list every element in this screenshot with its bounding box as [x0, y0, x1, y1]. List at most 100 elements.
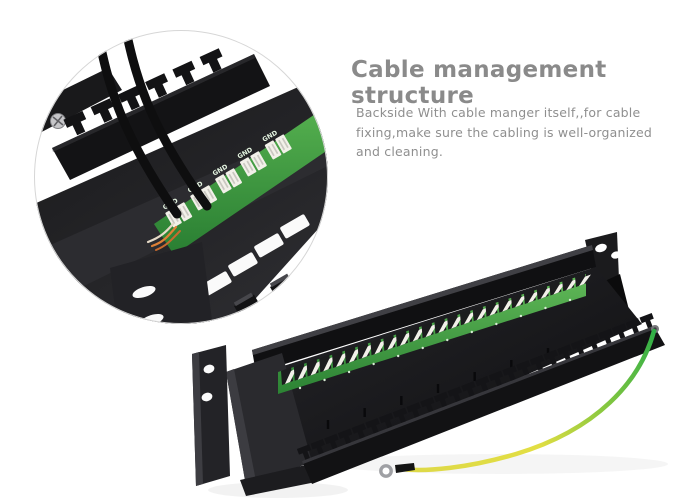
comb-tooth [571, 339, 586, 355]
label-window-rect [202, 271, 232, 296]
comb-tooth [338, 428, 353, 444]
comb-tooth [406, 402, 421, 418]
front-panel-band [252, 245, 596, 373]
standoff-pin [326, 420, 330, 429]
comb-tooth-inset [199, 48, 223, 73]
idc-slit [256, 154, 264, 166]
standoff-pin [363, 408, 366, 417]
idc-block [225, 168, 242, 188]
label-window [280, 214, 310, 239]
port-connector [464, 311, 476, 325]
idc-slit [168, 213, 176, 225]
jack-metal-edge [233, 292, 254, 307]
port-connector [348, 347, 361, 363]
idc-block [275, 134, 292, 154]
pcb-hole [347, 370, 351, 374]
port-connector [374, 339, 387, 355]
port-connector [285, 368, 297, 384]
pcb-hole [323, 378, 326, 382]
comb-tooth [351, 423, 366, 439]
idc-slit [278, 139, 286, 151]
comb-tooth-inset [90, 98, 114, 123]
pcb-hole [495, 322, 498, 326]
page-title: Cable management structure [351, 57, 607, 109]
wire-crimp-sleeve [395, 463, 415, 473]
comb-tooth [584, 334, 599, 350]
comb-tooth [392, 407, 408, 423]
port-connector [489, 302, 502, 316]
port-connector [361, 343, 374, 359]
standoff-pin [546, 348, 550, 357]
ear-hole [201, 392, 213, 402]
port-connectors [281, 273, 591, 385]
comb-tooth [379, 412, 394, 429]
cable-management-bar [52, 54, 270, 180]
port-connector [336, 351, 349, 367]
jack-metal-edge [269, 273, 290, 288]
port-connector [476, 307, 489, 321]
idc-slit [178, 207, 186, 219]
port-connector [400, 331, 412, 346]
port-label-windows [202, 214, 310, 296]
label-window [228, 252, 258, 277]
pcb-hole [372, 362, 375, 366]
idc-slit [253, 156, 261, 168]
comb-teeth-main [296, 313, 654, 460]
orange-wire [150, 225, 178, 248]
ring-terminal [379, 464, 393, 478]
comb-tooth-inset [172, 60, 196, 86]
port-connector [553, 282, 566, 295]
port-connector [425, 323, 438, 338]
comb-tooth [447, 386, 462, 402]
port-connector [297, 363, 310, 380]
comb-tooth-inset [117, 85, 141, 111]
comb-tooth [516, 360, 531, 376]
mounting-ear-inset [110, 242, 214, 324]
description-line: Backside With cable manger itself,,for c… [356, 105, 641, 120]
left-foot [240, 464, 316, 496]
port-connector [451, 315, 464, 329]
bar-edge-highlight [52, 54, 255, 152]
ear-hole [132, 285, 156, 299]
comb-tooth [433, 391, 449, 408]
comb-tooth [420, 397, 435, 413]
idc-slit [207, 188, 215, 200]
comb-tooth [529, 355, 545, 371]
port-connector [515, 294, 528, 308]
port-connector [412, 327, 425, 342]
pcb-holes [298, 298, 572, 390]
comb-teeth-inset [63, 48, 223, 136]
port-connector [579, 274, 591, 286]
idc-slit [232, 171, 240, 183]
standoff-pin [436, 384, 440, 393]
port-connector [502, 298, 515, 312]
description-line: and cleaning. [356, 144, 444, 159]
chassis-floor [258, 267, 642, 470]
port-connector [323, 355, 336, 372]
pcb-hole [446, 338, 449, 342]
patch-panel-product-photo [192, 232, 668, 498]
band-top-highlight [252, 245, 593, 355]
idc-slit [267, 145, 275, 157]
port-connector [527, 290, 540, 303]
idc-slit [221, 177, 229, 189]
inset-circle-rim [34, 30, 328, 324]
ear-highlight [192, 352, 203, 486]
standoff-pin [400, 396, 403, 405]
label-window-rect [228, 252, 258, 277]
comb-tooth [488, 370, 504, 387]
white-wire [146, 222, 175, 244]
idc-slit [228, 173, 236, 185]
idc-block [175, 202, 193, 222]
port-connector [438, 319, 451, 333]
idc-slit [242, 162, 250, 174]
pcb-hole [544, 306, 547, 310]
comb-tooth [639, 313, 654, 329]
comb-tooth-inset [145, 73, 168, 98]
end-cap-highlight [226, 369, 256, 486]
port-connector [310, 359, 323, 376]
description-text: Backside With cable manger itself,,for c… [356, 103, 656, 162]
idc-block [250, 151, 267, 171]
